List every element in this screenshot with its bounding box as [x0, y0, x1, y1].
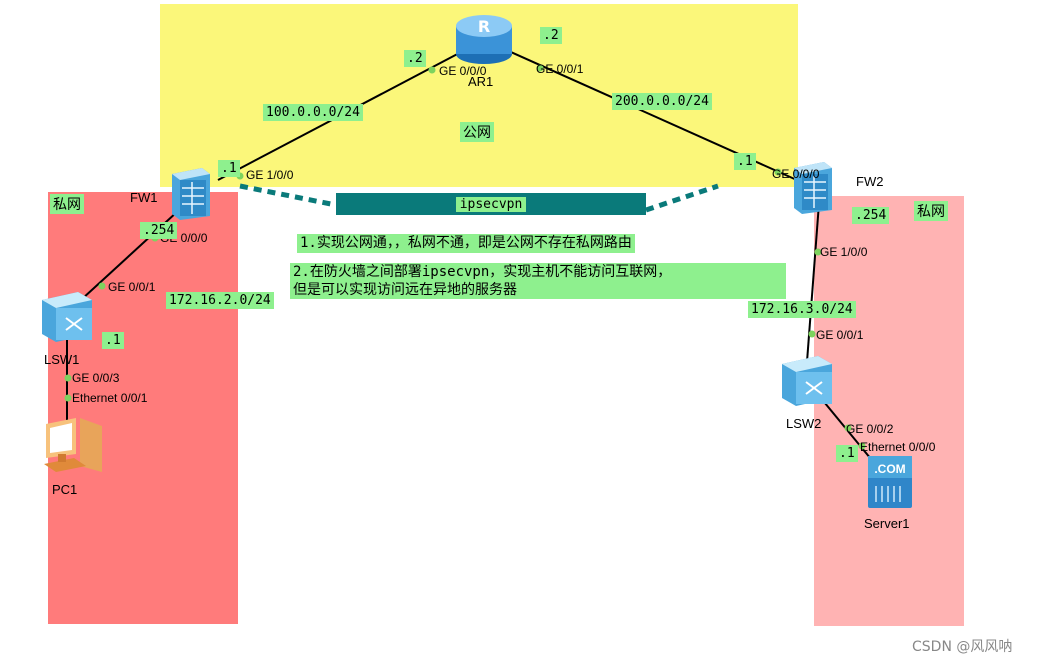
server1-name: Server1 [864, 516, 910, 531]
fw1-name: FW1 [130, 190, 158, 205]
private-zone-left [48, 192, 238, 624]
iface-lsw1-down: GE 0/0/3 [72, 371, 120, 385]
port-dot [98, 282, 106, 290]
net-right: 200.0.0.0/24 [612, 93, 712, 110]
fw2-name: FW2 [856, 174, 884, 189]
public-zone-label: 公网 [460, 122, 494, 142]
port-dot [774, 168, 782, 176]
vpn-dash-left [239, 183, 337, 208]
port-dot [64, 394, 72, 402]
link-fw1-lsw1 [69, 199, 191, 311]
note-2-line-1: 2.在防火墙之间部署ipsecvpn，实现主机不能访问互联网， [293, 264, 672, 280]
private-zone-right-label: 私网 [914, 201, 948, 221]
iface-ar1-right: GE 0/0/1 [536, 62, 584, 76]
port-dot [428, 66, 436, 74]
firewall-icon [172, 168, 210, 220]
net-left: 100.0.0.0/24 [263, 104, 363, 121]
iface-fw2-down: GE 1/0/0 [820, 245, 868, 259]
iface-lsw2-down: GE 0/0/2 [846, 422, 894, 436]
switch-icon [782, 356, 832, 406]
port-dot [814, 248, 822, 256]
lan-right: 172.16.3.0/24 [748, 301, 856, 318]
lsw2-name: LSW2 [786, 416, 822, 431]
port-dot [844, 424, 852, 432]
addr-fw1: .1 [218, 160, 240, 177]
link-fw2-lsw2 [805, 189, 821, 376]
router-ar1[interactable]: R [452, 8, 516, 68]
port-dot [536, 64, 544, 72]
iface-ar1-left: GE 0/0/0 [439, 64, 487, 78]
addr-fw2: .1 [734, 153, 756, 170]
switch-lsw2[interactable] [778, 354, 836, 408]
port-dot [858, 442, 866, 450]
iface-lsw2-up: GE 0/0/1 [816, 328, 864, 342]
port-dot [64, 374, 72, 382]
server-icon: .COM [868, 456, 912, 508]
port-dot [808, 330, 816, 338]
private-zone-left-label: 私网 [50, 194, 84, 214]
pc-icon [44, 418, 102, 472]
firewall-fw2[interactable] [790, 160, 836, 214]
watermark: CSDN @风风呐 [912, 639, 1013, 655]
vpn-dash-right [645, 183, 719, 213]
addr-fw2-inside: .254 [852, 207, 890, 224]
switch-icon [42, 292, 92, 342]
note-2: 2.在防火墙之间部署ipsecvpn，实现主机不能访问互联网， 但是可以实现访问… [290, 263, 786, 299]
server-badge: .COM [874, 462, 905, 476]
switch-lsw1[interactable] [38, 290, 96, 344]
note-1: 1.实现公网通，，私网不通，即是公网不存在私网路由 [297, 234, 635, 253]
lan-left: 172.16.2.0/24 [166, 292, 274, 309]
addr-ar1-left: .2 [404, 50, 426, 67]
iface-server1: Ethernet 0/0/0 [860, 440, 936, 454]
private-zone-right [814, 196, 964, 626]
addr-fw1-inside: .254 [140, 222, 178, 239]
vpn-label: ipsecvpn [455, 196, 527, 212]
pc1-name: PC1 [52, 482, 78, 497]
ar1-name: AR1 [468, 74, 494, 89]
addr-server1: .1 [836, 445, 858, 462]
iface-pc1: Ethernet 0/0/1 [72, 391, 148, 405]
link-ar1-fw2 [483, 39, 809, 186]
ipsec-vpn-tunnel: ipsecvpn [336, 193, 646, 215]
router-icon: R [456, 15, 512, 64]
server-server1[interactable]: .COM [866, 452, 914, 510]
iface-fw2-up: GE 0/0/0 [772, 167, 820, 181]
firewall-fw1[interactable] [168, 166, 214, 220]
pc-pc1[interactable] [36, 414, 106, 478]
lsw1-name: LSW1 [44, 352, 80, 367]
note-2-line-2: 但是可以实现访问远在异地的服务器 [293, 282, 517, 298]
addr-ar1-right: .2 [540, 27, 562, 44]
iface-lsw1-up: GE 0/0/1 [108, 280, 156, 294]
router-letter: R [478, 17, 490, 36]
firewall-icon [794, 162, 832, 214]
addr-pc1: .1 [102, 332, 124, 349]
iface-fw1-up: GE 1/0/0 [246, 168, 294, 182]
